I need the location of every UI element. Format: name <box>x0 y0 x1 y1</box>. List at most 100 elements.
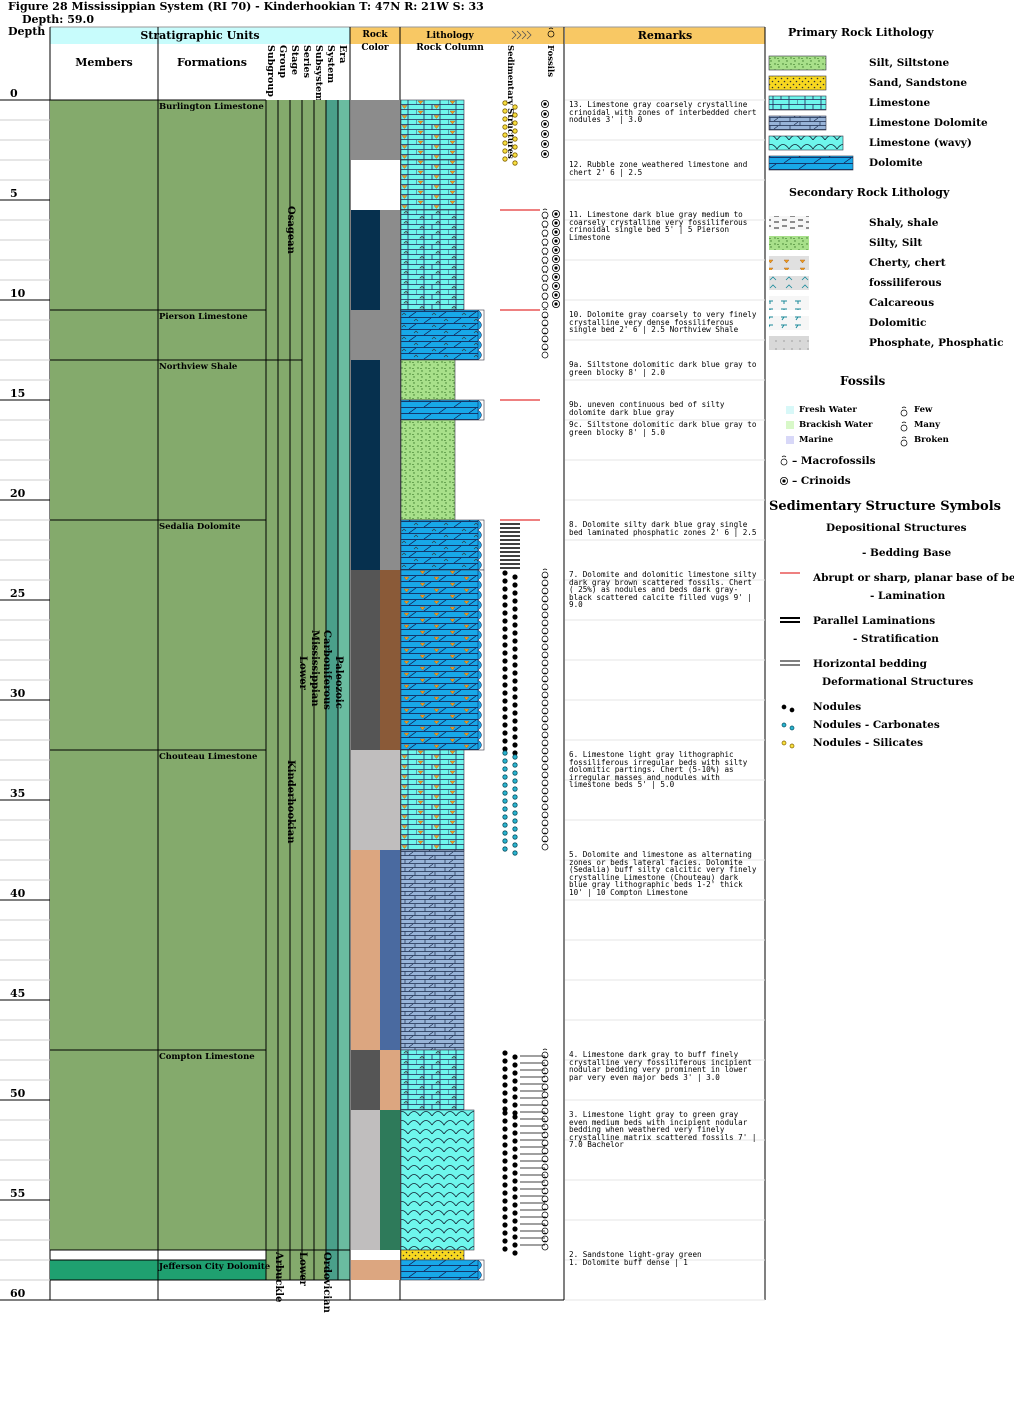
remark-text: 11. Limestone dark blue gray medium to c… <box>569 210 752 242</box>
lithology-bed-lsdol <box>401 850 464 1050</box>
crinoid-symbol-center <box>554 293 558 297</box>
broken-icon <box>900 439 908 447</box>
nodule <box>512 1202 518 1208</box>
nodule <box>512 678 518 684</box>
macrofossil-symbol <box>541 811 549 819</box>
nodule-legend-icon <box>781 722 787 728</box>
macrofossil-symbol <box>541 1195 549 1203</box>
nodule-carbonate <box>502 798 508 804</box>
legend-secondary-swatch-shaly <box>769 216 809 230</box>
fossils-header-icon-hook <box>548 27 554 30</box>
rock-column-subheader: Rock Column <box>416 43 484 53</box>
nodule <box>512 1186 518 1192</box>
macrofossil-symbol-hook <box>542 664 548 667</box>
nodule <box>502 1134 508 1140</box>
nodule-carbonate <box>502 774 508 780</box>
sed-structure-header-icon <box>511 30 532 40</box>
macrofossil-symbol <box>541 843 549 851</box>
nodule <box>512 590 518 596</box>
macrofossil-symbol <box>541 1243 549 1251</box>
lithology-bed-limechert <box>401 750 464 850</box>
nodule <box>502 1230 508 1236</box>
macrofossil-symbol-hook <box>542 1056 548 1059</box>
macrofossil-symbol <box>541 763 549 771</box>
macrofossil-symbol-hook <box>542 348 548 351</box>
depth-tick-label: 50 <box>10 1087 26 1100</box>
macrofossil-symbol <box>541 771 549 779</box>
nodule <box>502 706 508 712</box>
macrofossil-symbol-hook <box>542 1160 548 1163</box>
legend-secondary-swatch-silt <box>769 236 809 250</box>
nodule-silicate <box>512 136 518 142</box>
rock-color-header-line1: Rock <box>362 30 388 40</box>
legend-swatches <box>768 55 854 350</box>
lithology-bed-dolomite <box>401 1260 484 1280</box>
nodule-silicate <box>512 120 518 126</box>
macrofossil-symbol <box>541 1139 549 1147</box>
nodule <box>502 714 508 720</box>
nodule <box>502 650 508 656</box>
nodule <box>502 1182 508 1188</box>
macrofossil-symbol <box>541 1227 549 1235</box>
nodule <box>512 1170 518 1176</box>
macrofossil-symbol <box>541 327 549 335</box>
nodule-legend-icon <box>781 740 787 746</box>
macrofossil-symbol-hook <box>542 624 548 627</box>
rock-color-secondary <box>380 850 400 1050</box>
macrofossil-symbol-hook <box>542 1072 548 1075</box>
deformational-title: Deformational Structures <box>822 676 974 688</box>
macrofossil-symbol-hook <box>542 752 548 755</box>
nodule <box>512 614 518 620</box>
nodule-carbonate <box>502 838 508 844</box>
macrofossil-symbol <box>541 335 549 343</box>
macrofossil-symbol <box>541 707 549 715</box>
few-icon-hook <box>901 406 907 409</box>
arbuckle-label: Arbuckle <box>273 1251 284 1302</box>
nodule <box>502 1050 508 1056</box>
remark-text: 2. Sandstone light-gray green 1. Dolomit… <box>569 1250 702 1267</box>
macrofossil-symbol <box>541 1131 549 1139</box>
macrofossil-symbol-hook <box>542 1168 548 1171</box>
macrofossil-symbol-hook <box>542 208 548 211</box>
remark-text: 13. Limestone gray coarsely crystalline … <box>569 100 762 125</box>
macrofossil-symbol-hook <box>542 1120 548 1123</box>
nodule-carbonate <box>512 850 518 856</box>
legend-secondary-label: fossiliferous <box>869 277 942 289</box>
macrofossil-symbol <box>541 691 549 699</box>
legend-secondary-label: Calcareous <box>869 297 935 309</box>
nodule <box>502 578 508 584</box>
rock-color-primary <box>351 400 380 420</box>
lithology-bed-sand <box>401 1250 464 1260</box>
fossil-env-label: Marine <box>799 435 834 445</box>
nodule-silicate <box>502 124 508 130</box>
nodule-carbonate <box>502 806 508 812</box>
rank-column-5 <box>326 100 338 1280</box>
fossils-title: Fossils <box>840 374 886 388</box>
macrofossil-symbol <box>541 587 549 595</box>
nodule <box>502 1190 508 1196</box>
rock-color-primary <box>351 100 380 160</box>
rock-color-primary <box>351 1050 380 1110</box>
sed-structures-header: Sedimentary Structures <box>505 45 515 159</box>
macrofossil-symbol <box>541 603 549 611</box>
fossil-env-swatch <box>786 436 794 444</box>
macrofossil-symbol <box>541 1219 549 1227</box>
nodule <box>512 654 518 660</box>
rock-color-primary <box>351 1110 380 1250</box>
crinoid-symbol-center <box>543 142 547 146</box>
nodule <box>502 1150 508 1156</box>
nodule-carbonate <box>512 802 518 808</box>
macrofossil-symbol <box>541 256 549 264</box>
nodule-carbonate <box>502 758 508 764</box>
rock-color-secondary <box>380 400 400 420</box>
lithology-title: Lithology <box>426 31 474 41</box>
lithology-header <box>400 27 564 44</box>
macrofossil-symbol-hook <box>542 832 548 835</box>
bed-cap-bg <box>478 1260 484 1280</box>
macrofossil-symbol-hook <box>542 816 548 819</box>
nodule <box>502 1166 508 1172</box>
nodule <box>512 1250 518 1256</box>
rank-column-2 <box>290 100 302 1280</box>
rock-color-primary <box>351 360 380 400</box>
nodule <box>512 1062 518 1068</box>
